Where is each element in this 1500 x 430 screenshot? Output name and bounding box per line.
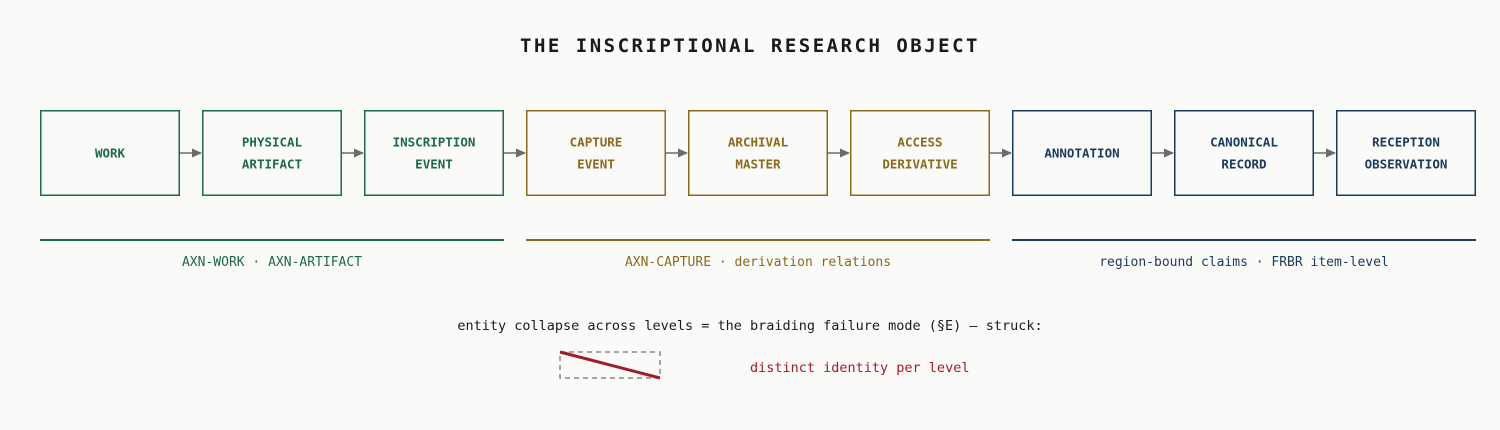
entity-box-label: RECORD <box>1221 157 1266 172</box>
entity-box-capture-event: CAPTURE EVENT <box>526 110 666 196</box>
entity-box-canonical-record: CANONICAL RECORD <box>1174 110 1314 196</box>
entity-box-archival-master: ARCHIVAL MASTER <box>688 110 828 196</box>
group-work-artifact: AXN-WORK · AXN-ARTIFACT <box>40 239 504 270</box>
entity-box-label: RECEPTION <box>1372 135 1440 150</box>
entity-box-label: CANONICAL <box>1210 135 1278 150</box>
entity-box-label: EVENT <box>577 157 615 172</box>
entity-box-label: DERIVATIVE <box>882 157 957 172</box>
entity-chain: WORKPHYSICALARTIFACTINSCRIPTIONEVENTCAPT… <box>40 110 1476 196</box>
group-capture-derivation: AXN-CAPTURE · derivation relations <box>526 239 990 270</box>
entity-box-label: OBSERVATION <box>1365 157 1448 172</box>
entity-box-label: CAPTURE <box>570 135 623 150</box>
entity-box-label: MASTER <box>735 157 781 172</box>
struck-box-icon <box>559 350 661 380</box>
group-caption: region-bound claims · FRBR item-level <box>1099 255 1389 270</box>
entity-box-label: ARTIFACT <box>242 157 302 172</box>
group-caption: AXN-WORK · AXN-ARTIFACT <box>182 255 362 270</box>
legend-label: distinct identity per level <box>750 360 969 376</box>
group-brackets: AXN-WORK · AXN-ARTIFACT AXN-CAPTURE · der… <box>40 239 1476 270</box>
entity-box-label: ARCHIVAL <box>728 135 789 150</box>
group-claims-item-level: region-bound claims · FRBR item-level <box>1012 239 1476 270</box>
entity-box-physical-artifact: PHYSICAL ARTIFACT <box>202 110 342 196</box>
entity-box-label: INSCRIPTION <box>393 135 476 150</box>
entity-box-annotation: ANNOTATION <box>1012 110 1152 196</box>
entity-box-inscription-event: INSCRIPTION EVENT <box>364 110 504 196</box>
entity-box-label: ANNOTATION <box>1044 146 1119 161</box>
collapse-note: entity collapse across levels = the brai… <box>457 318 1042 334</box>
entity-box-label: EVENT <box>415 157 453 172</box>
diagram-title: THE INSCRIPTIONAL RESEARCH OBJECT <box>520 35 980 57</box>
legend: distinct identity per level <box>559 350 969 380</box>
entity-box-work: WORK <box>40 110 180 196</box>
entity-box-label: WORK <box>95 146 126 161</box>
group-caption: AXN-CAPTURE · derivation relations <box>625 255 891 270</box>
entity-box-reception-observation: RECEPTION OBSERVATION <box>1336 110 1476 196</box>
entity-box-label: PHYSICAL <box>242 135 303 150</box>
entity-box-access-derivative: ACCESS DERIVATIVE <box>850 110 990 196</box>
entity-box-label: ACCESS <box>897 135 942 150</box>
